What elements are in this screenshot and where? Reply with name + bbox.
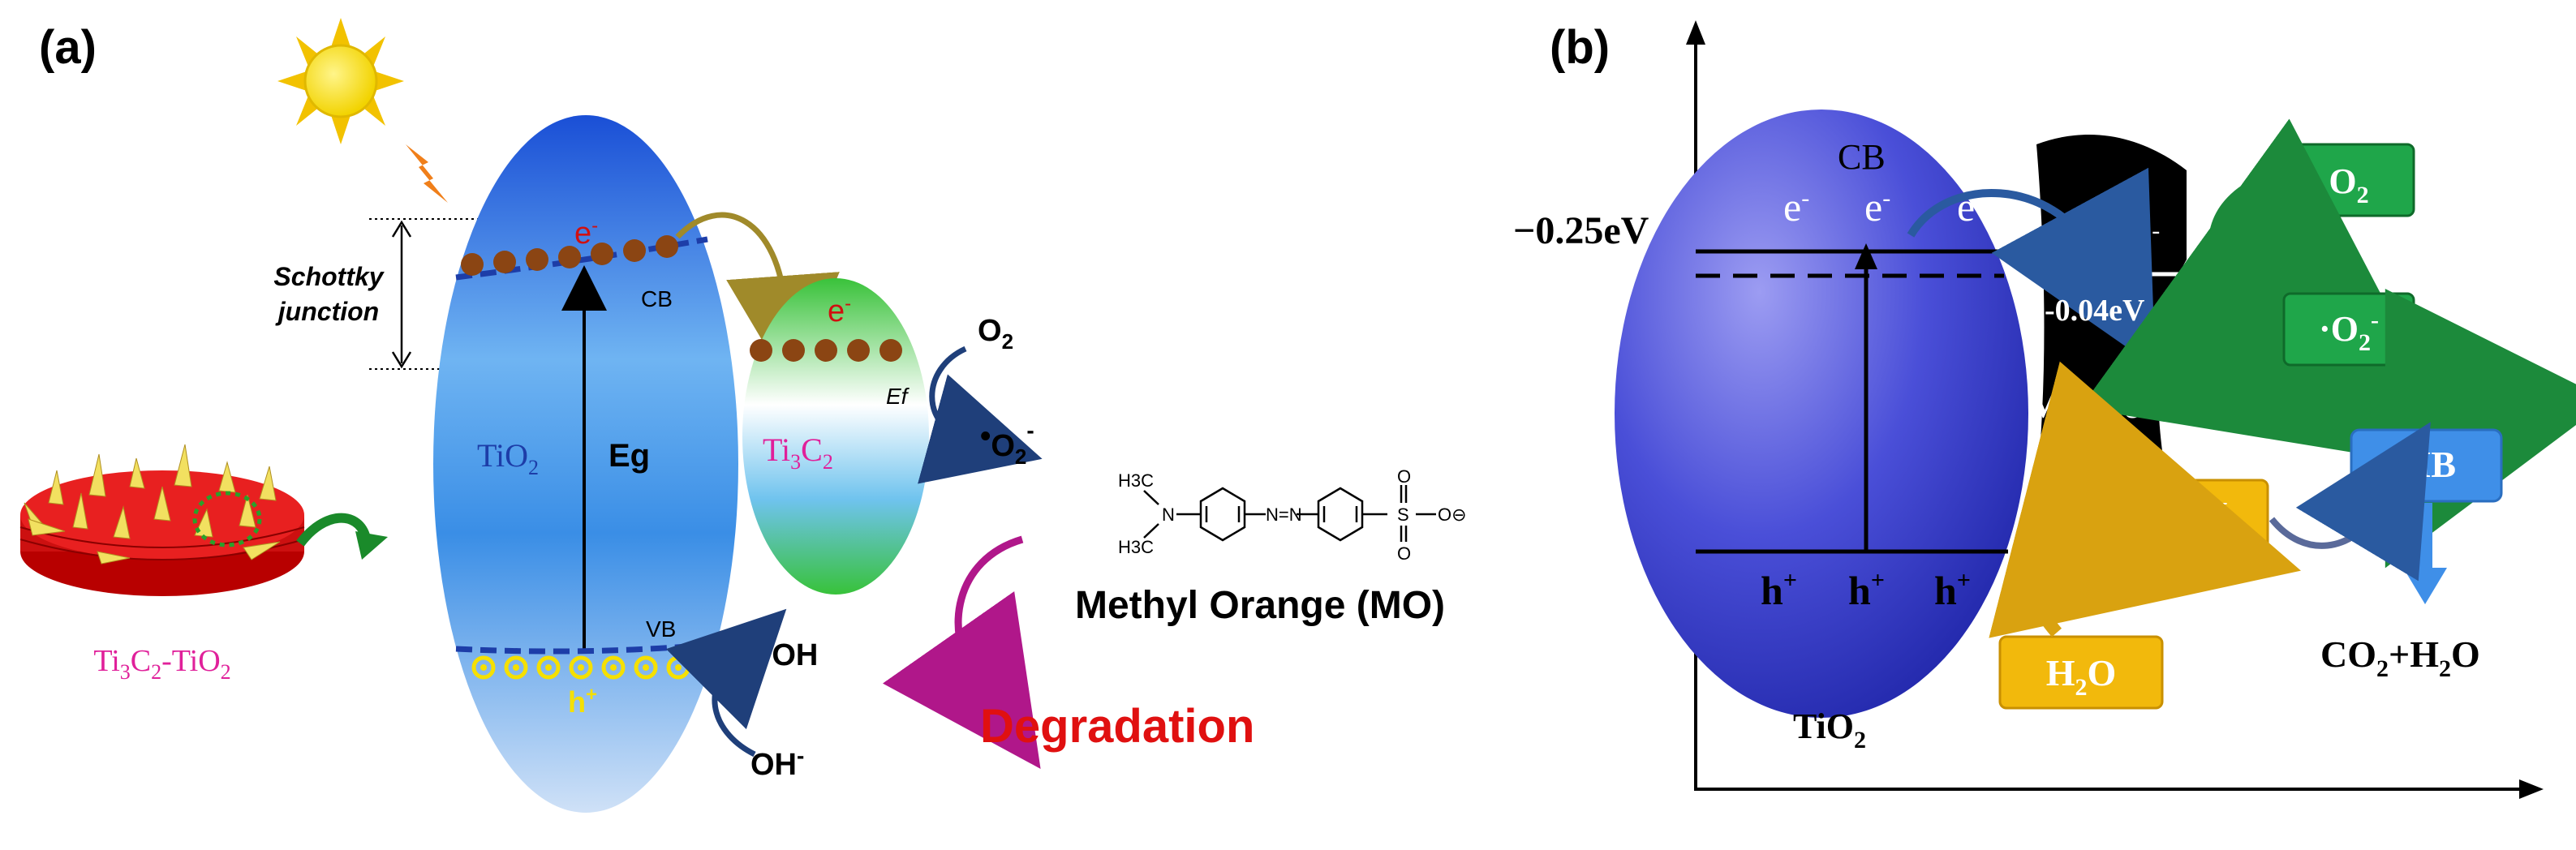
oh-radical-label: •OH <box>761 629 818 672</box>
tio2-electrons <box>461 235 678 276</box>
panel-b-label: (b) <box>1550 21 1610 74</box>
oh-arrow <box>665 608 787 758</box>
transfer-arrow <box>675 212 840 389</box>
ti3c2-electrons <box>750 339 902 362</box>
methyl-orange-name: Methyl Orange (MO) <box>1075 584 1445 627</box>
svg-text:N=N: N=N <box>1266 504 1302 525</box>
composite-label: Ti3C2-TiO2 <box>93 644 230 684</box>
composite-arrow <box>296 513 370 547</box>
eg-label: Eg <box>609 438 650 474</box>
o2-radical-label: •O2- <box>980 418 1034 469</box>
oh-label-b: ·OH <box>2157 494 2228 535</box>
schottky-label: Schottky <box>273 262 385 291</box>
svg-text:O: O <box>1397 466 1411 487</box>
ti3c2-label: Ti3C2 <box>763 431 833 474</box>
e-transfer-arrow <box>1907 167 2156 367</box>
panel-a: (a) Schottky junction <box>19 18 1467 813</box>
green-arrow-1 <box>2079 118 2475 473</box>
svg-text:O: O <box>1397 543 1411 564</box>
tio2-label-b: TiO2 <box>1793 706 1866 753</box>
vb-label: VB <box>646 616 676 642</box>
mxene-label: MXene <box>2028 386 2139 426</box>
composite-disk-icon <box>19 444 305 596</box>
svg-text:S: S <box>1397 504 1409 525</box>
oh-minus-label: OH- <box>750 743 804 782</box>
mxene-level-label: -0.04eV <box>2045 294 2145 328</box>
o2-label: O2 <box>978 314 1013 354</box>
mb-down-arrow <box>2418 503 2432 568</box>
cb-label: CB <box>641 286 673 311</box>
panel-b: (b) −0.25eV CB e- e- e e- e- -0.0 <box>1513 20 2576 799</box>
mb-label: MB <box>2396 444 2456 485</box>
degradation-label: Degradation <box>980 700 1254 753</box>
svg-text:e-: e- <box>1783 184 1809 230</box>
ef-label: Ef <box>886 384 910 409</box>
junction-label: junction <box>275 297 379 326</box>
o2-arrow <box>917 346 1043 484</box>
svg-text:h+: h+ <box>1848 567 1885 613</box>
tio2-ellipse-b <box>1615 109 2028 718</box>
tio2-e-minus: e- <box>574 215 598 251</box>
gold-arrow-2 <box>1989 361 2302 638</box>
products-label: CO2+H2O <box>2320 633 2480 682</box>
degradation-arrow <box>882 535 1041 770</box>
tio2-label: TiO2 <box>477 437 539 479</box>
green-arrow-2 <box>2385 289 2576 569</box>
sun-icon <box>277 18 404 144</box>
ti3c2-e-minus: e- <box>828 293 851 328</box>
methyl-orange-atoms: H3C H3C N N=N S O O O⊖ <box>1118 466 1467 564</box>
panel-a-label: (a) <box>39 21 97 74</box>
energy-cb-label: −0.25eV <box>1513 209 1649 252</box>
h-plus-label: h+ <box>568 684 597 719</box>
lightning-icon <box>406 144 448 203</box>
svg-text:O⊖: O⊖ <box>1438 504 1467 525</box>
gold-arrow-1 <box>2269 422 2431 582</box>
svg-text:h+: h+ <box>1934 567 1971 613</box>
svg-text:e-: e- <box>1864 184 1890 230</box>
svg-text:N: N <box>1162 504 1175 525</box>
cb-label-b: CB <box>1838 137 1886 177</box>
h2o-label: H2O <box>2046 652 2117 701</box>
methyl-orange-structure <box>1143 485 1436 542</box>
svg-text:H3C: H3C <box>1118 470 1154 491</box>
svg-text:h+: h+ <box>1761 567 1797 613</box>
o2-radical-label-b: ·O2- <box>2319 307 2379 356</box>
svg-text:H3C: H3C <box>1118 537 1154 557</box>
holes-b: h+ h+ h+ <box>1761 567 1971 613</box>
